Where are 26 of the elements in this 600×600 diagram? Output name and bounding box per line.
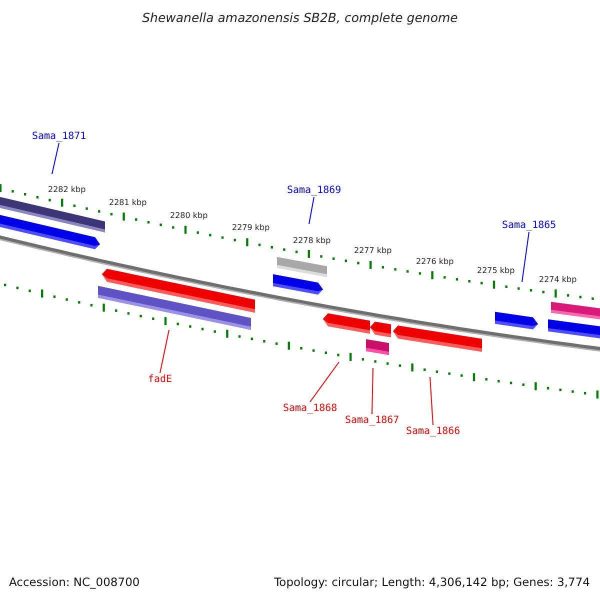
gene-label: Sama_1867 xyxy=(344,414,400,427)
leader-line xyxy=(372,368,374,414)
gene-label: Sama_1865 xyxy=(501,219,558,232)
leader-line xyxy=(52,142,60,174)
scale-label: 2282 kbp xyxy=(48,185,86,195)
gene-label: fadE xyxy=(147,373,174,386)
gene-label: Sama_1868 xyxy=(282,402,338,415)
leader-line xyxy=(310,362,340,402)
scale-label: 2276 kbp xyxy=(416,257,454,267)
leader-line xyxy=(430,376,434,426)
diagram-title: Shewanella amazonensis SB2B, complete genome xyxy=(141,9,459,27)
leader-line xyxy=(522,232,530,282)
genome-stats-text: Topology: circular; Length: 4,306,142 bp; Genes: 3,774 xyxy=(274,574,590,591)
scale-label: 2275 kbp xyxy=(477,266,515,276)
scale-label: 2277 kbp xyxy=(354,246,392,256)
gene-label: Sama_1871 xyxy=(31,130,88,143)
scale-label: 2278 kbp xyxy=(293,236,331,246)
scale-label: 2281 kbp xyxy=(109,198,147,208)
scale-label: 2274 kbp xyxy=(539,275,577,285)
leader-line xyxy=(308,196,314,224)
gene-label: Sama_1866 xyxy=(405,425,462,438)
scale-label: 2280 kbp xyxy=(170,211,208,221)
scale-label: 2279 kbp xyxy=(232,223,270,233)
accession-text: Accession: NC_008700 xyxy=(9,574,140,591)
gene-label: Sama_1869 xyxy=(286,184,342,197)
leader-line xyxy=(160,330,170,374)
